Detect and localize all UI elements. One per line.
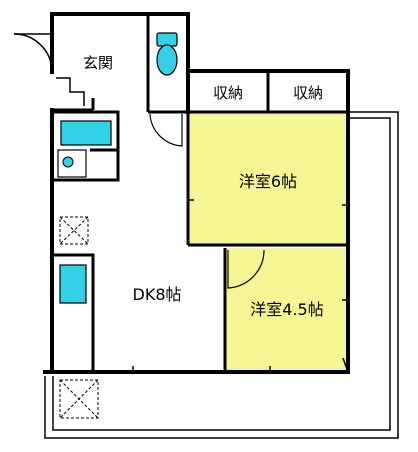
bathtub-icon: [60, 120, 112, 146]
wall-ticks: [132, 199, 349, 373]
kitchen-sink-icon: [59, 264, 87, 304]
toilet-door: [149, 113, 183, 147]
storage-left-label: 収納: [213, 84, 243, 102]
washbasin-icon: [57, 149, 87, 178]
entrance-door: [13, 33, 53, 72]
interior-walls: [52, 14, 348, 372]
ventilation-fan-icon: [59, 379, 99, 419]
room-6jo-floor: [188, 112, 348, 245]
room-45-label: 洋室4.5帖: [250, 300, 323, 319]
entrance-label: 玄関: [83, 54, 113, 72]
ventilation-fan-icon: [59, 216, 89, 245]
entrance-steps: [56, 77, 85, 106]
balcony: [44, 111, 399, 439]
toilet-icon: [156, 32, 178, 76]
room-45jo-floor: [225, 248, 348, 372]
dk-label: DK8帖: [133, 285, 182, 304]
room-45-door: [227, 249, 265, 289]
room-6-label: 洋室6帖: [239, 172, 297, 191]
storage-right-label: 収納: [293, 84, 323, 102]
